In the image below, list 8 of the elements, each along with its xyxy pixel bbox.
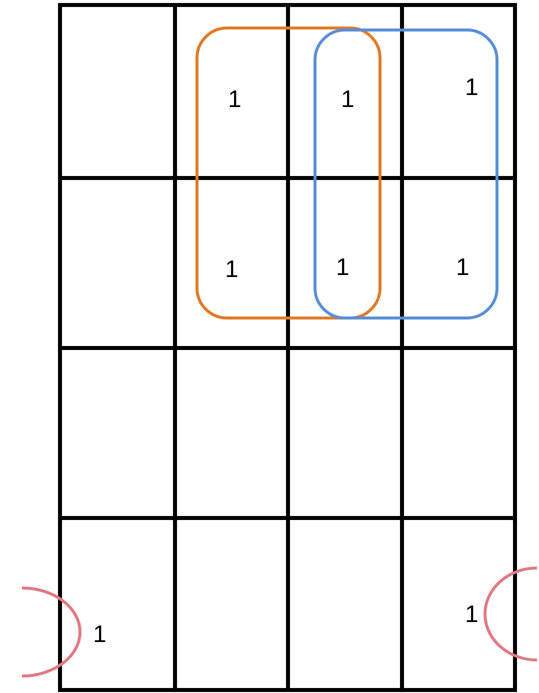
cell-value: 1 xyxy=(225,258,238,282)
cell-value: 1 xyxy=(341,88,354,112)
cell-value: 1 xyxy=(465,603,478,627)
cell-value: 1 xyxy=(456,256,470,280)
cell-value: 1 xyxy=(93,623,106,647)
cell-value: 1 xyxy=(228,88,242,112)
cell-value: 1 xyxy=(465,76,478,100)
cell-value: 1 xyxy=(336,256,350,280)
